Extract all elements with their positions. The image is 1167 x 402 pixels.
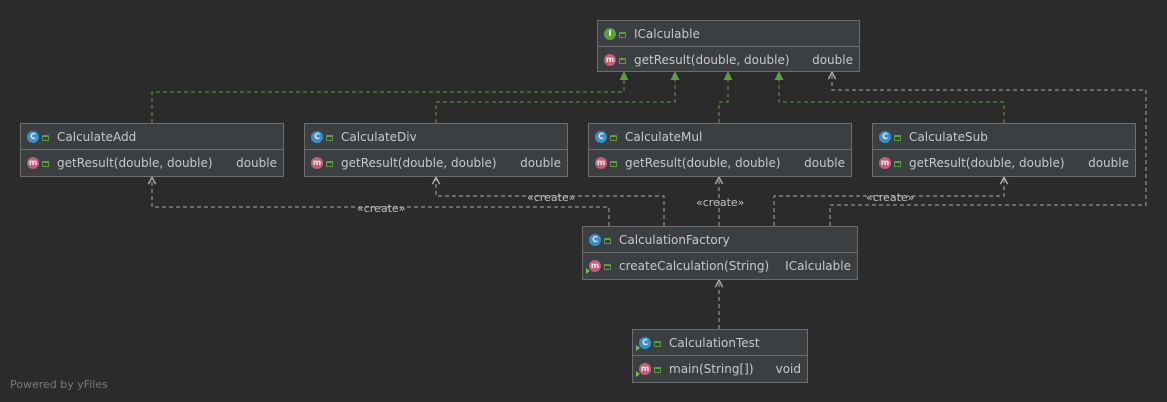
edge-factory-add: [152, 177, 610, 226]
node-header: C CalculationFactory: [583, 227, 857, 253]
lock-icon: [654, 366, 661, 373]
method-return-type: void: [775, 361, 801, 376]
method-return-type: double: [236, 155, 277, 170]
lock-icon: [654, 340, 661, 347]
edge-add-implements: [151, 71, 629, 123]
node-title: CalculateAdd: [57, 129, 137, 144]
method-badge-icon: m: [586, 259, 601, 274]
method-signature: createCalculation(String): [619, 258, 770, 273]
lock-icon: [326, 134, 333, 141]
method-row[interactable]: m getResult(double, double) double: [598, 47, 859, 72]
node-title: CalculateMul: [625, 129, 703, 144]
method-badge-icon: m: [27, 156, 39, 169]
class-badge-icon: C: [879, 130, 891, 143]
node-header: C CalculationTest: [633, 330, 807, 356]
lock-icon: [610, 134, 617, 141]
node-icalculable[interactable]: I ICalculable m getResult(double, double…: [597, 20, 860, 72]
method-signature: main(String[]): [669, 361, 754, 376]
method-row[interactable]: m getResult(double, double) double: [873, 150, 1135, 175]
method-return-type: double: [812, 52, 853, 67]
method-badge-icon: m: [311, 156, 323, 169]
node-title: CalculateSub: [909, 129, 988, 144]
lock-icon: [42, 160, 49, 167]
lock-icon: [604, 237, 611, 244]
node-title: CalculationTest: [669, 335, 760, 350]
method-return-type: double: [520, 155, 561, 170]
class-badge-icon: C: [636, 336, 651, 351]
method-signature: getResult(double, double): [909, 155, 1065, 170]
edge-label-create-add: «create»: [357, 202, 406, 215]
node-calculate-sub[interactable]: C CalculateSub m getResult(double, doubl…: [872, 123, 1136, 177]
edge-factory-interface: [830, 72, 1147, 226]
method-row[interactable]: m createCalculation(String) ICalculable: [583, 253, 857, 278]
method-row[interactable]: m getResult(double, double) double: [21, 150, 283, 175]
class-badge-icon: C: [27, 130, 39, 143]
method-signature: getResult(double, double): [634, 52, 790, 67]
node-calculate-div[interactable]: C CalculateDiv m getResult(double, doubl…: [304, 123, 568, 177]
class-badge-icon: C: [595, 130, 607, 143]
class-badge-icon: C: [589, 233, 601, 246]
edge-label-create-mul: «create»: [696, 196, 745, 209]
method-return-type: ICalculable: [785, 258, 851, 273]
method-return-type: double: [1088, 155, 1129, 170]
method-badge-icon: m: [636, 362, 651, 377]
lock-icon: [604, 263, 611, 270]
edge-factory-sub: [773, 177, 1004, 226]
method-signature: getResult(double, double): [625, 155, 781, 170]
lock-icon: [326, 160, 333, 167]
node-header: C CalculateDiv: [305, 124, 567, 150]
method-badge-icon: m: [604, 53, 616, 66]
node-calculation-factory[interactable]: C CalculationFactory m createCalculation…: [582, 226, 858, 280]
lock-icon: [894, 134, 901, 141]
method-signature: getResult(double, double): [341, 155, 497, 170]
edge-mul-implements: [718, 71, 733, 123]
lock-icon: [619, 31, 626, 38]
method-return-type: double: [804, 155, 845, 170]
node-header: I ICalculable: [598, 21, 859, 47]
class-badge-icon: C: [311, 130, 323, 143]
node-title: CalculationFactory: [619, 232, 730, 247]
edge-div-implements: [435, 71, 680, 123]
method-row[interactable]: m getResult(double, double) double: [589, 150, 851, 175]
method-badge-icon: m: [595, 156, 607, 169]
node-title: CalculateDiv: [341, 129, 417, 144]
method-row[interactable]: m getResult(double, double) double: [305, 150, 567, 175]
edge-sub-implements: [774, 71, 1005, 123]
lock-icon: [42, 134, 49, 141]
node-title: ICalculable: [634, 26, 700, 41]
edge-label-create-sub: «create»: [866, 191, 915, 204]
node-header: C CalculateSub: [873, 124, 1135, 150]
node-calculate-mul[interactable]: C CalculateMul m getResult(double, doubl…: [588, 123, 852, 177]
lock-icon: [894, 160, 901, 167]
method-signature: getResult(double, double): [57, 155, 213, 170]
lock-icon: [610, 160, 617, 167]
node-header: C CalculateMul: [589, 124, 851, 150]
method-badge-icon: m: [879, 156, 891, 169]
watermark: Powered by yFiles: [10, 378, 108, 391]
node-header: C CalculateAdd: [21, 124, 283, 150]
edge-label-create-div: «create»: [527, 191, 576, 204]
edge-factory-div: [436, 177, 665, 226]
node-calculate-add[interactable]: C CalculateAdd m getResult(double, doubl…: [20, 123, 284, 177]
lock-icon: [619, 57, 626, 64]
method-row[interactable]: m main(String[]) void: [633, 356, 807, 381]
node-calculation-test[interactable]: C CalculationTest m main(String[]) void: [632, 329, 808, 383]
interface-badge-icon: I: [604, 27, 616, 40]
